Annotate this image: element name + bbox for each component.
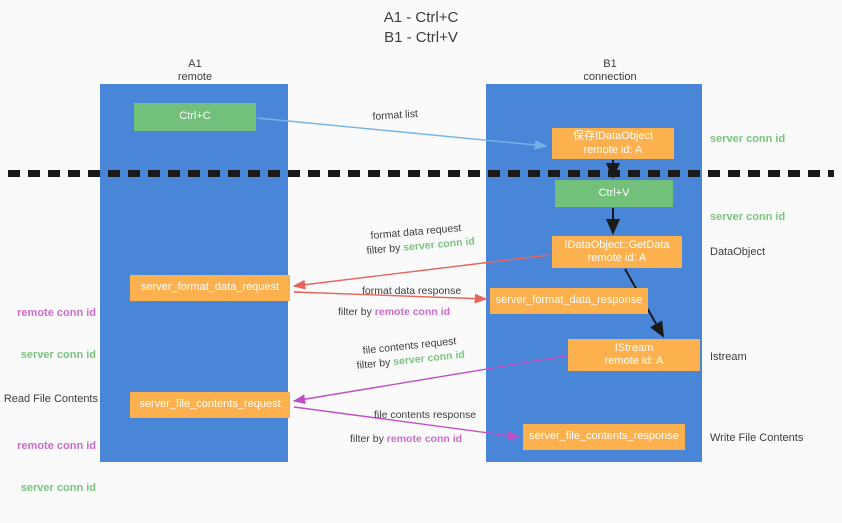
filter-value-remote-conn-id-1: remote conn id (374, 306, 451, 318)
diagram-canvas: A1 - Ctrl+C B1 - Ctrl+V A1 remote B1 con… (0, 9, 834, 494)
column-header-a1: A1 remote (177, 58, 213, 83)
label-conn-ids-format: remote conn id server conn id (0, 278, 96, 390)
filter-by-text-4: filter by (350, 433, 387, 445)
box-server-format-data-response[interactable]: server_format_data_response (490, 288, 648, 314)
annotation-file-contents-response: file contents response (374, 409, 477, 421)
filter-by-text-2: filter by (338, 306, 375, 318)
label-dataobject: DataObject (710, 246, 766, 258)
box-ctrl-v[interactable]: Ctrl+V (555, 180, 673, 207)
label-conn-ids-file: remote conn id server conn id (0, 411, 96, 523)
box-ctrl-c[interactable]: Ctrl+C (134, 103, 256, 131)
filter-by-text-1: filter by (366, 241, 404, 257)
annotation-filter-remote-conn-id-2: filter by remote conn id (350, 432, 462, 446)
box-server-file-contents-response[interactable]: server_file_contents_response (523, 424, 685, 450)
label-write-file-contents: Write File Contents (710, 432, 804, 444)
column-header-b1: B1 connection (583, 58, 637, 83)
box-idataobject[interactable]: 保存IDataObject remote id: A (552, 128, 674, 159)
filter-by-text-3: filter by (356, 356, 394, 372)
label-read-file-contents: Read File Contents (3, 393, 98, 405)
label-server-conn-id-1: server conn id (20, 349, 96, 361)
filter-value-remote-conn-id-2: remote conn id (386, 433, 463, 445)
box-server-format-data-request[interactable]: server_format_data_request (130, 275, 290, 301)
annotation-format-list: format list (372, 107, 419, 123)
label-remote-conn-id-1: remote conn id (17, 307, 96, 319)
label-server-conn-id-2: server conn id (20, 482, 96, 494)
box-istream[interactable]: IStream remote id: A (568, 339, 700, 371)
label-server-conn-id-mid: server conn id (710, 211, 786, 223)
annotation-filter-remote-conn-id-1: filter by remote conn id (338, 305, 450, 319)
phase-divider (8, 170, 834, 177)
label-remote-conn-id-2: remote conn id (17, 440, 96, 452)
label-server-conn-id-top: server conn id (710, 133, 786, 145)
box-idataobject-getdata[interactable]: IDataObject::GetData remote id: A (552, 236, 682, 268)
page-title: A1 - Ctrl+C B1 - Ctrl+V (383, 9, 459, 46)
label-istream: Istream (710, 351, 747, 363)
annotation-format-data-response: format data response (362, 285, 462, 297)
box-server-file-contents-request[interactable]: server_file_contents_request (130, 392, 290, 418)
